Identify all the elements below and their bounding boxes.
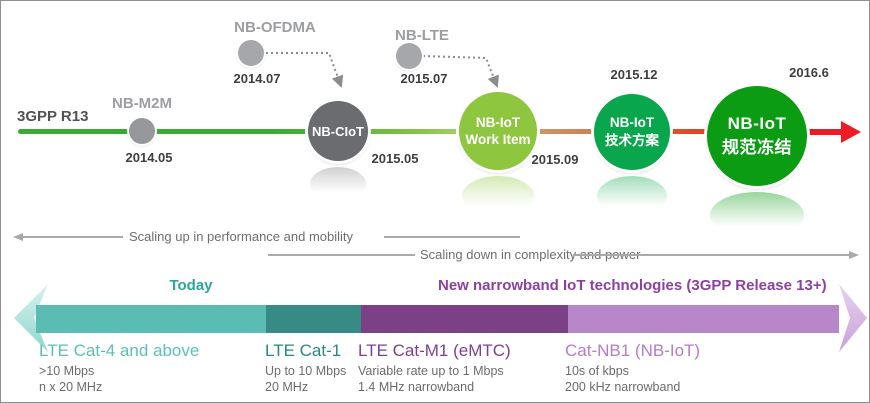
circle-text-line1: NB-IoT [609,115,655,130]
spec-column-lte-catm1: LTE Cat-M1 (eMTC) Variable rate up to 1 … [358,341,511,395]
spec-title: LTE Cat-1 [265,341,342,360]
reflection [462,176,534,216]
spec-title: LTE Cat-M1 (eMTC) [358,341,511,360]
milestone-label-nb-ofdma: NB-OFDMA [234,19,316,36]
spec-line: Up to 10 Mbps [265,364,347,378]
scaling-up-line [22,236,123,238]
timeline-arrow [801,129,845,135]
milestone-date: 2014.05 [125,150,173,165]
milestone-date: 2014.07 [233,71,281,86]
milestone-date: 2016.6 [789,65,829,80]
scaling-down-line [268,254,415,256]
circle-text-line2: 规范冻结 [722,138,792,157]
circle-text-line1: NB-IoT [475,115,521,130]
spec-line: 200 kHz narrowband [565,379,681,394]
bar-segment-cat-nb1 [568,305,839,333]
spec-line: n x 20 MHz [39,379,103,394]
scaling-down-label: Scaling down in complexity and power [420,247,641,262]
new-narrowband-label: New narrowband IoT technologies (3GPP Re… [438,277,827,294]
milestone-date: 2015.09 [531,152,579,167]
timeline-arrow-head-icon [841,121,861,143]
spec-title: Cat-NB1 (NB-IoT) [565,341,701,360]
milestone-label-nb-lte: NB-LTE [395,27,449,44]
spec-line: 1.4 MHz narrowband [358,379,475,394]
spec-column-lte-cat4: LTE Cat-4 and above >10 Mbps n x 20 MHz [39,341,199,395]
milestone-circle-nb-ciot: NB-CIoT [308,101,368,161]
bar-segment-lte-cat1 [266,305,361,333]
reflection [310,167,366,201]
spec-column-cat-nb1: Cat-NB1 (NB-IoT) 10s of kbps 200 kHz nar… [565,341,700,395]
milestone-circle-nb-iot-spec-freeze: NB-IoT 规范冻结 [707,86,807,186]
bar-segment-lte-catm1 [361,305,568,333]
spec-line: 20 MHz [265,379,309,394]
timeline-axis [18,129,813,134]
milestone-circle-nb-iot-work-item: NB-IoT Work Item [459,92,537,170]
milestone-dot-nb-m2m [129,118,155,144]
spec-line: Variable rate up to 1 Mbps [358,364,504,378]
circle-text-line2: Work Item [465,132,531,147]
milestone-date: 2015.05 [371,151,419,166]
era-label: 3GPP R13 [17,108,89,125]
milestone-date: 2015.12 [610,67,658,82]
today-label: Today [169,277,213,294]
spec-column-lte-cat1: LTE Cat-1 Up to 10 Mbps 20 MHz [265,341,346,395]
milestone-date: 2015.07 [400,71,448,86]
circle-text-line1: NB-IoT [727,114,787,133]
scaling-down-arrow-head-icon [849,251,859,259]
milestone-dot-nb-ofdma [238,40,264,66]
milestone-circle-nb-iot-tech-plan: NB-IoT 技术方案 [594,94,670,170]
milestone-label-nb-m2m: NB-M2M [112,95,172,112]
milestone-dot-nb-lte [396,43,422,69]
bar-segment-lte-cat4 [36,305,266,333]
spec-line: >10 Mbps [39,364,95,378]
reflection [710,192,804,238]
spec-line: 10s of kbps [565,364,629,378]
scaling-up-label: Scaling up in performance and mobility [129,229,354,244]
scaling-up-arrow-head-icon [13,233,23,241]
reflection [597,176,667,216]
spec-title: LTE Cat-4 and above [39,341,200,360]
right-chevron-icon [839,284,867,352]
scaling-up-line [384,236,520,238]
circle-text-line2: 技术方案 [605,133,659,148]
scaling-down-line [573,254,850,256]
circle-text: NB-CIoT [312,123,364,139]
